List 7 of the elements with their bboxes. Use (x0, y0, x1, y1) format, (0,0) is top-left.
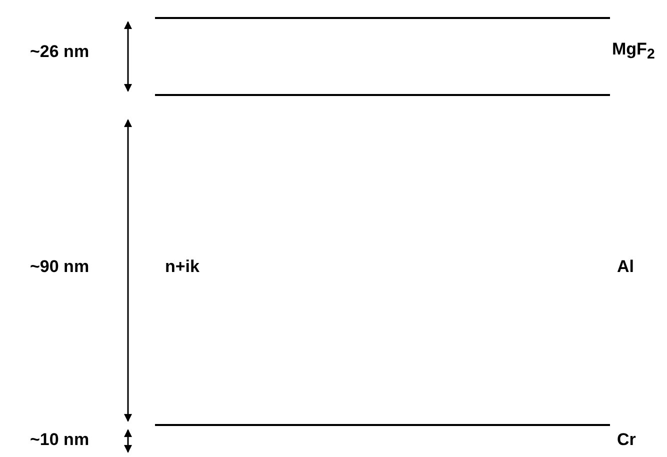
material-label: Al (617, 257, 634, 277)
thickness-label: ~10 nm (30, 430, 90, 450)
thickness-label: ~90 nm (30, 257, 90, 277)
material-label: Cr (617, 430, 636, 450)
thickness-label: ~26 nm (30, 42, 90, 62)
material-label: MgF$_{2}$ (612, 39, 655, 65)
refractive-index-label: n+ik (165, 257, 200, 277)
